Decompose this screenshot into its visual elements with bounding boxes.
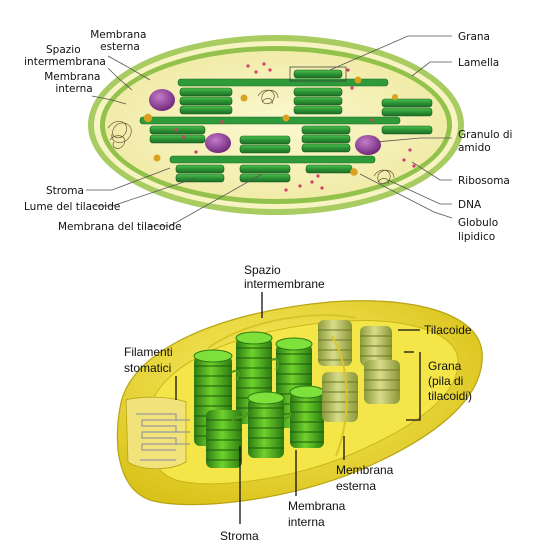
label-globulo-lipidico: Globulo lipidico [458,217,501,243]
top-chloroplast-diagram: Membrana esterna Spazio intermembrana Me… [24,29,516,243]
top-leader-lines [86,35,453,227]
label-membrana-interna-3d: Membrana interna [288,499,349,529]
label-membrana-tilacoide: Membrana del tilacoide [58,221,182,233]
stack-6 [289,385,325,448]
label-ribosoma: Ribosoma [458,175,510,187]
starch-granules [149,89,381,155]
lamellae-3d [231,358,292,421]
lipid-globules [143,76,398,176]
label-stroma-3d: Stroma [220,529,259,543]
bottom-chloroplast-3d-diagram: Spazio intermembrane Tilacoide Grana (pi… [116,263,483,543]
grana-stacks-top [149,69,433,183]
lamellae [139,78,401,164]
label-stroma-top: Stroma [46,185,84,197]
label-membrana-interna: Membrana interna [44,71,104,95]
label-membrana-esterna: Membrana esterna [90,29,150,53]
bottom-leader-lines [175,292,421,524]
stroma-filaments [136,413,190,461]
label-filamenti-stromatici: Filamenti stomatici [124,345,176,375]
stack-5 [247,391,285,458]
label-grana-top: Grana [458,31,490,43]
label-lume-tilacoide: Lume del tilacoide [24,201,120,213]
label-grana-bottom: Grana (pila di tilacoidi) [428,359,472,403]
label-spazio-intermembrane: Spazio intermembrane [244,263,325,291]
membrane-arc [207,314,357,349]
dna-strands [107,89,395,185]
label-spazio-intermembrana: Spazio intermembrana [24,44,106,68]
label-tilacoide: Tilacoide [424,323,472,337]
ribosomes [174,62,416,192]
grana-highlight-box [289,66,347,82]
label-membrana-esterna-3d: Membrana esterna [336,463,397,493]
grana-stacks-3d [193,331,325,468]
label-lamella: Lamella [458,57,499,69]
label-granulo-amido: Granulo di amido [458,129,516,154]
membrane-arc-2 [331,335,348,457]
cut-face [125,396,187,470]
stack-4 [206,410,242,468]
label-dna: DNA [458,199,482,211]
